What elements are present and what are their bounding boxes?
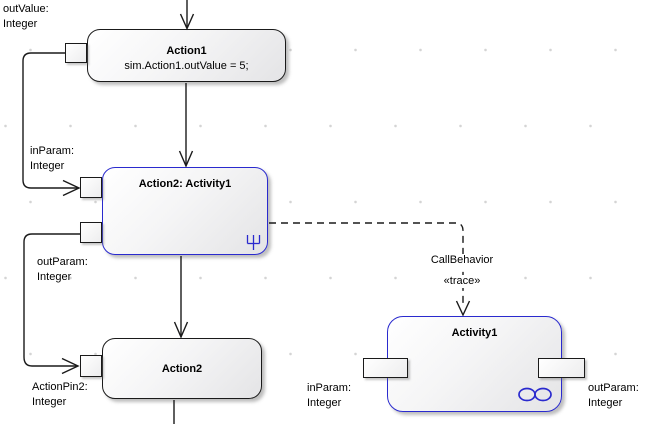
call-behavior-action-node[interactable]: Action2: Activity1 (102, 167, 268, 255)
connector-label-trace-stereotype[interactable]: «trace» (440, 275, 484, 288)
pin-label-actionpin2-name: ActionPin2: (32, 381, 88, 393)
pin-label-outvalue-name: outValue: (3, 3, 49, 15)
action-pin-inparam[interactable] (80, 177, 102, 198)
pin-label-outvalue-type: Integer (3, 18, 38, 30)
pin-label-inparam-type: Integer (30, 160, 65, 172)
trace-connector-arrowhead (455, 300, 471, 317)
parameter-label-activity-inparam-name: inParam: (307, 382, 352, 394)
action1-effect-text: sim.Action1.outValue = 5; (124, 60, 249, 72)
action-pin-outvalue[interactable] (65, 43, 87, 63)
pin-label-outparam[interactable]: outParam: Integer (37, 255, 88, 285)
parameter-label-activity-outparam-name: outParam: (588, 382, 639, 394)
action2-title: Action2 (161, 362, 203, 375)
parameter-label-activity-outparam-type: Integer (588, 397, 623, 409)
connector-label-callbehavior[interactable]: CallBehavior (427, 254, 497, 267)
parameter-label-activity-outparam[interactable]: outParam: Integer (588, 381, 639, 411)
pin-label-inparam-name: inParam: (30, 145, 75, 157)
parameter-label-activity-inparam[interactable]: inParam: Integer (307, 381, 351, 411)
parameter-label-activity-inparam-type: Integer (307, 397, 342, 409)
activity-node-activity1[interactable]: Activity1 (387, 316, 562, 412)
object-flow-outvalue-to-inparam-arrowhead (62, 179, 81, 197)
linked-circles-icon (518, 387, 552, 402)
activity-parameter-node-outparam[interactable] (538, 358, 585, 378)
object-flow-outparam-to-actionpin2[interactable] (23, 233, 80, 367)
activity1-title: Activity1 (451, 327, 498, 339)
action-pin-outparam[interactable] (80, 222, 102, 243)
control-flow-call-action-to-action2-arrowhead (173, 321, 189, 339)
control-flow-into-action1-arrowhead (179, 13, 195, 31)
action1-title: Action1 (166, 45, 207, 57)
trace-connector-dashed[interactable] (269, 222, 464, 307)
pin-label-actionpin2[interactable]: ActionPin2: Integer (32, 380, 88, 410)
pin-label-outparam-name: outParam: (37, 256, 88, 268)
pin-label-outvalue[interactable]: outValue: Integer (3, 2, 49, 32)
object-flow-outparam-to-actionpin2-arrowhead (61, 357, 80, 375)
rake-icon (246, 235, 261, 250)
action-node-action1[interactable]: Action1 sim.Action1.outValue = 5; (87, 29, 286, 82)
pin-label-outparam-type: Integer (37, 271, 72, 283)
call-action-title: Action2: Activity1 (138, 178, 232, 190)
activity-parameter-node-inparam[interactable] (363, 358, 408, 378)
action-node-action2[interactable]: Action2 (102, 338, 262, 399)
pin-label-actionpin2-type: Integer (32, 396, 67, 408)
object-flow-outvalue-to-inparam[interactable] (22, 52, 78, 189)
pin-label-inparam[interactable]: inParam: Integer (30, 144, 74, 174)
action-pin-actionpin2[interactable] (80, 355, 102, 377)
control-flow-action1-to-call-action-arrowhead (178, 150, 194, 168)
